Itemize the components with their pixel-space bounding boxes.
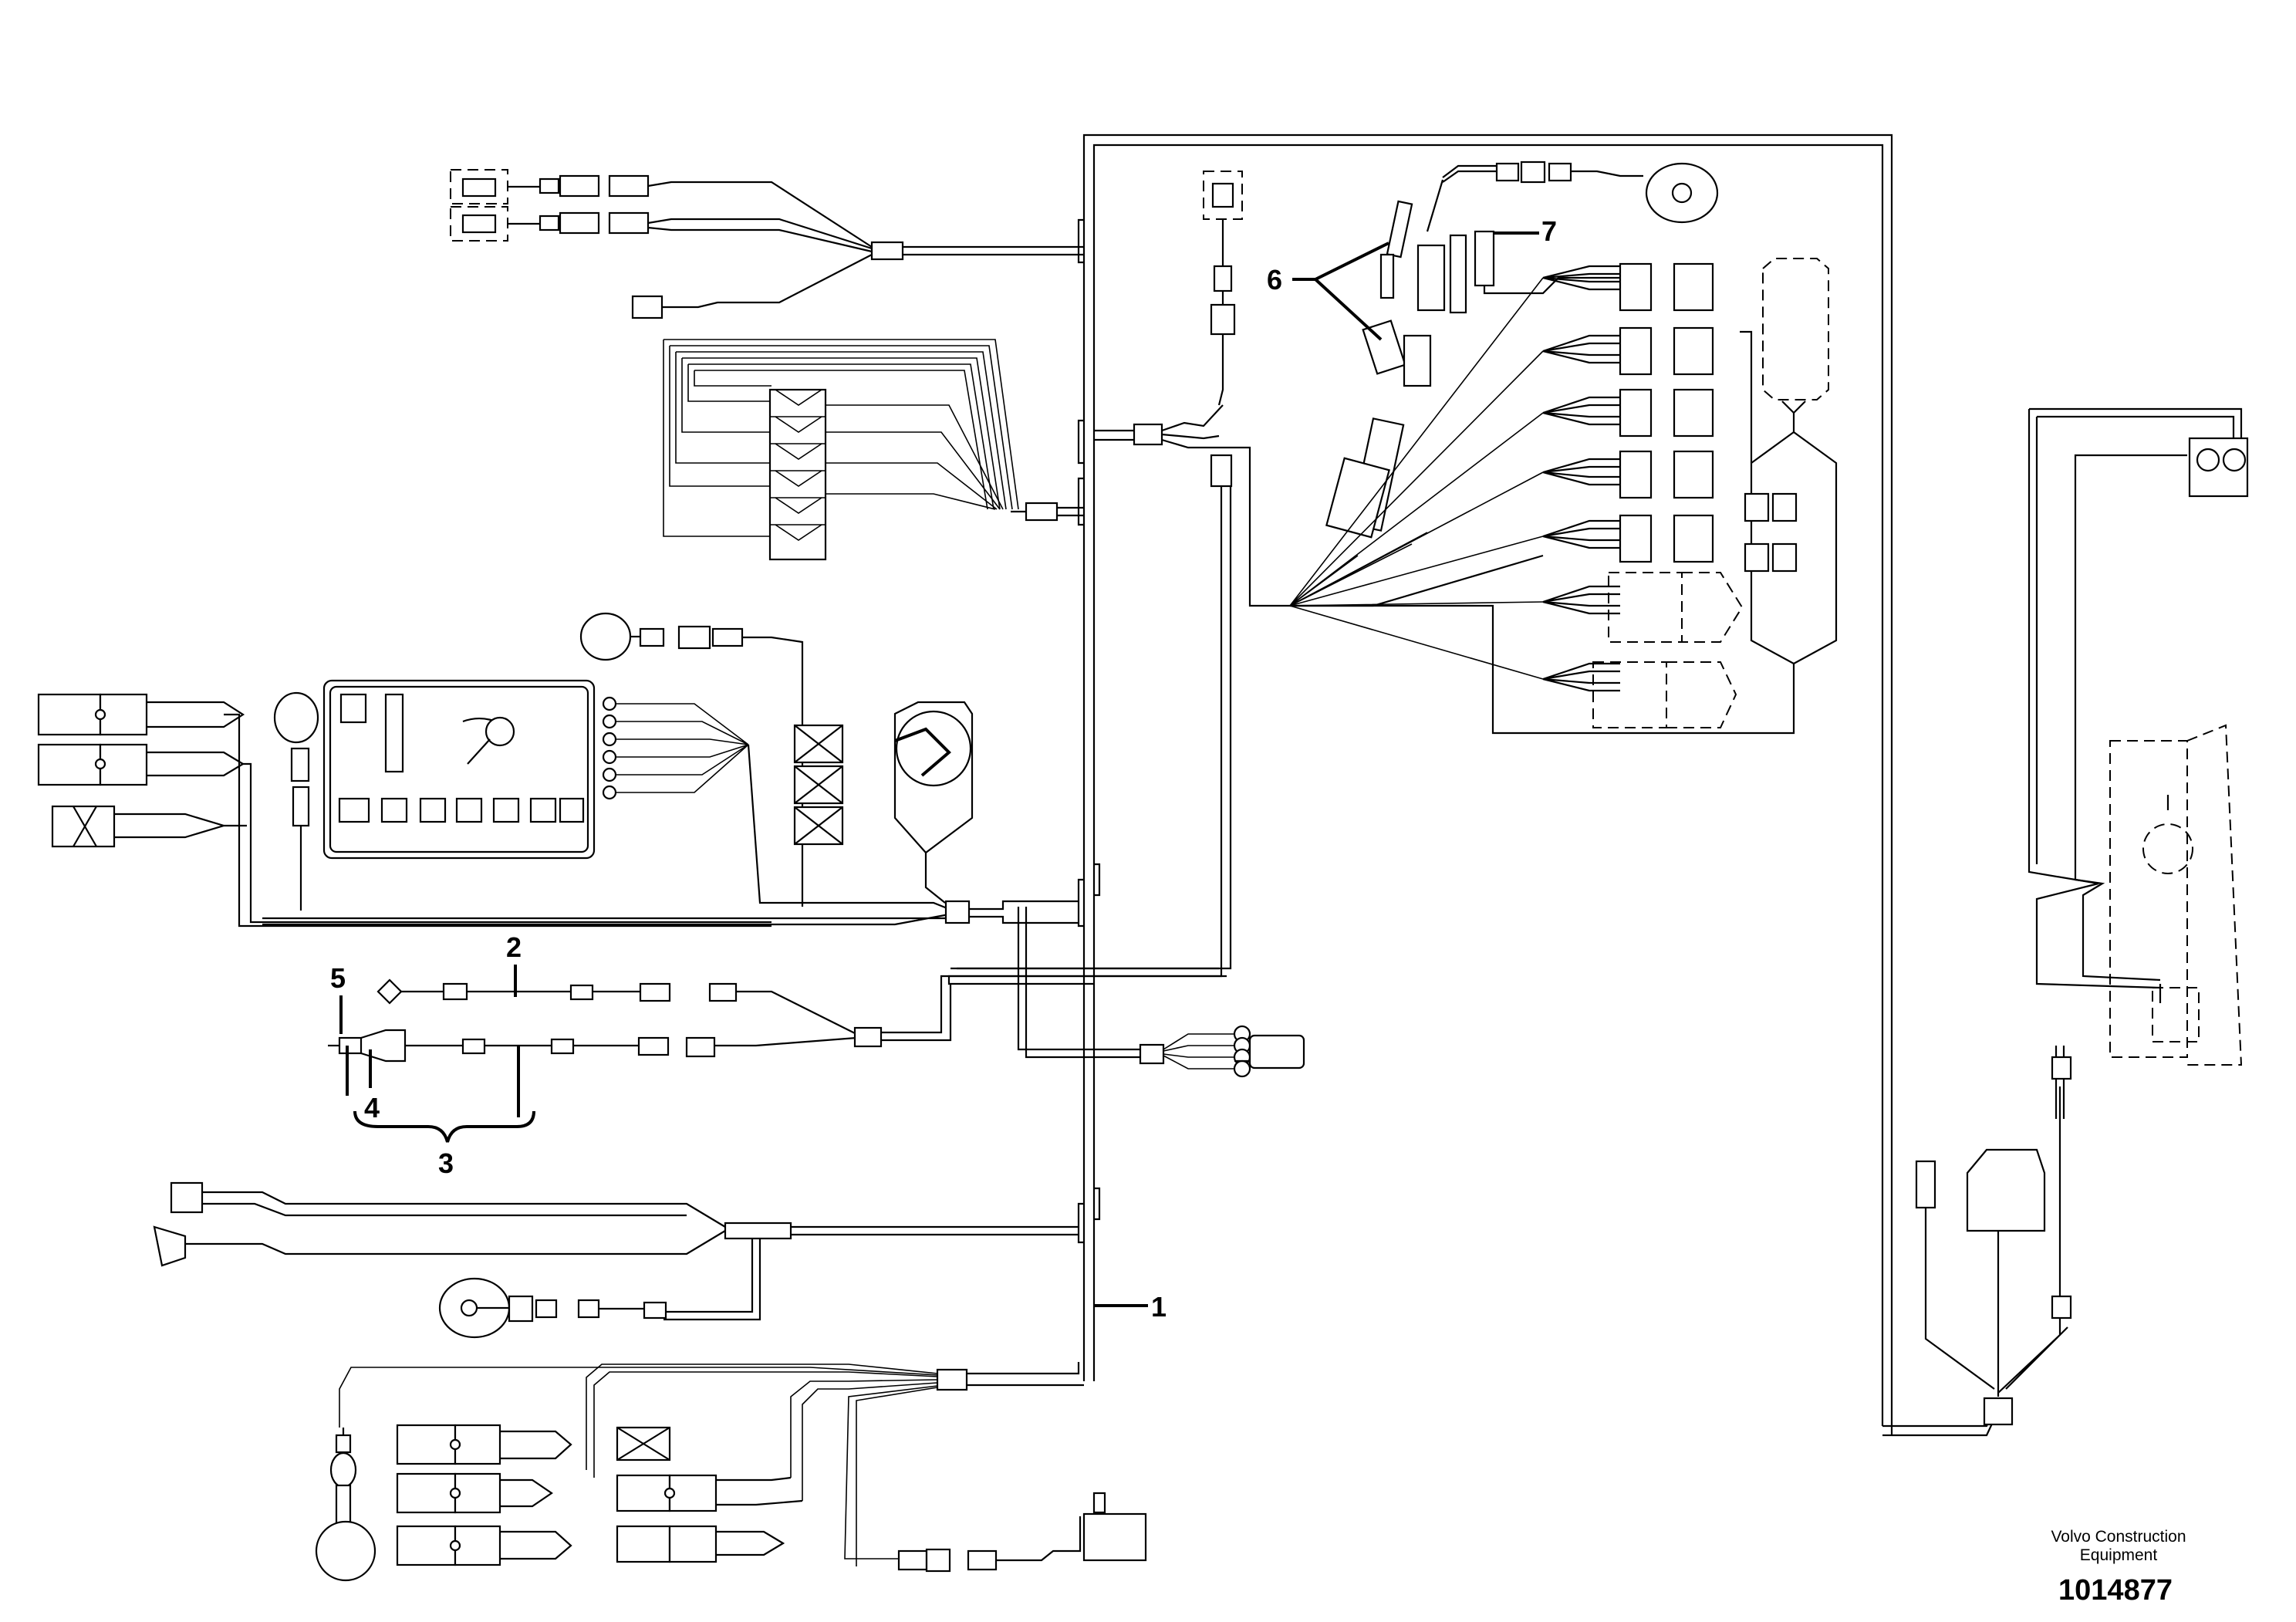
top-left-sensor-branch — [450, 169, 1084, 319]
callout-1: 1 — [1151, 1291, 1167, 1323]
callout-2: 2 — [506, 931, 522, 963]
relay-block-branch — [663, 339, 1084, 561]
right-side-harness — [1915, 407, 2249, 1426]
publisher-credit: Volvo Construction Equipment — [2026, 1528, 2211, 1565]
horn-branch — [1426, 161, 1719, 232]
callout-4: 4 — [364, 1092, 380, 1124]
callout-5: 5 — [330, 962, 346, 994]
callout-3: 3 — [438, 1147, 454, 1179]
relay-panel-branch — [1289, 200, 1838, 735]
callouts: 1 2 3 4 5 6 7 — [330, 215, 1557, 1323]
relay-rows — [1542, 262, 1744, 728]
left-instrument-branch — [37, 612, 1079, 928]
right-connector-cluster — [1017, 907, 1305, 1078]
main-harness-trunk — [1077, 133, 2000, 1437]
publisher-line-1: Volvo Construction — [2051, 1528, 2186, 1546]
callout-6: 6 — [1267, 264, 1282, 296]
drawing-number: 1014877 — [2058, 1574, 2173, 1607]
lower-left-branch — [153, 1181, 1147, 1582]
publisher-line-2: Equipment — [2079, 1546, 2158, 1564]
item-2-5-harness — [328, 967, 1227, 1063]
callout-7: 7 — [1541, 215, 1557, 247]
